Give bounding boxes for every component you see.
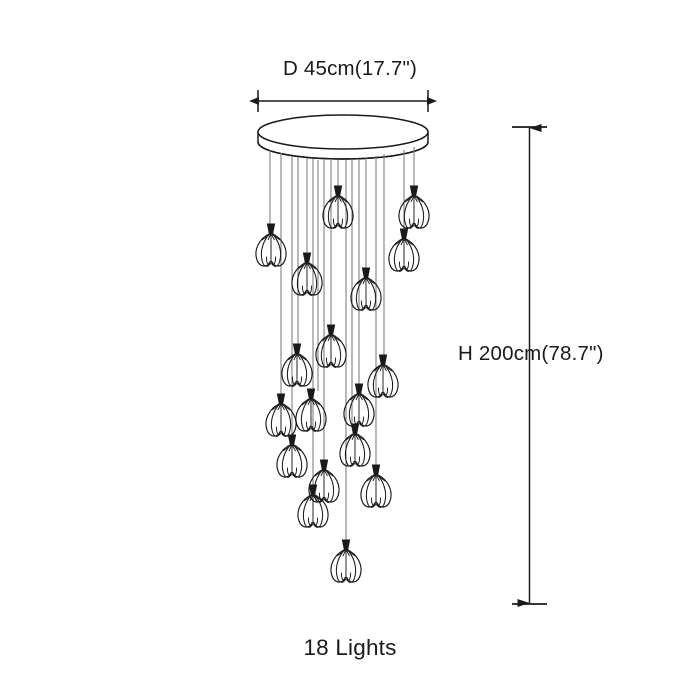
light-fixtures-group [255,184,430,583]
canopy-bottom-rim [257,141,429,160]
suspension-cables-group [269,147,415,542]
canopy-top-face [257,114,429,150]
flower-bud-light [281,342,313,387]
flower-bud-light [388,227,420,272]
flower-bud-light [322,184,354,229]
light-count-caption: 18 Lights [303,635,397,660]
flower-bud-light [330,538,362,583]
width-dimension-group [249,90,437,112]
width-dimension-label: D 45cm(17.7") [282,57,418,80]
flower-bud-light [343,382,375,427]
flower-bud-light [315,323,347,368]
height-dimension-label: H 200cm(78.7") [458,342,604,365]
flower-bud-light [360,463,392,508]
flower-bud-light [295,387,327,432]
flower-bud-light [367,353,399,398]
round-canopy-plate [257,114,429,160]
height-dimension-group [512,124,547,607]
flower-bud-light [276,433,308,478]
flower-bud-light [339,422,371,467]
